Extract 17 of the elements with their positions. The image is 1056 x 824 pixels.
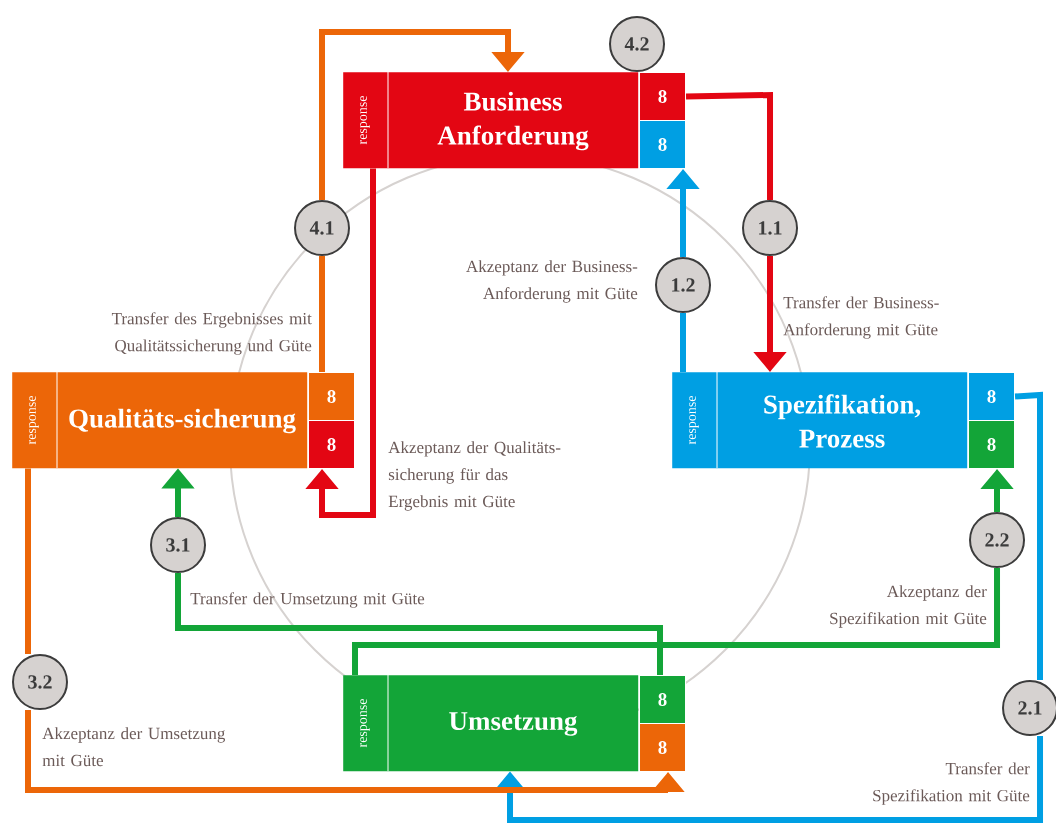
score-square: 8	[968, 372, 1015, 421]
score-square: 8	[308, 372, 355, 421]
description-text: Akzeptanz der Spezifikation mit Güte	[830, 585, 987, 628]
description-text: Transfer der Spezifikation mit Güte	[873, 762, 1030, 805]
description-text: Transfer der Business-Anforderung mit Güte	[783, 296, 939, 339]
score-square: 8	[639, 72, 686, 121]
score-square: 8	[639, 723, 686, 772]
description-text: Akzeptanz der Qualitäts-sicherung für das Ergebnis mit Güte	[388, 441, 561, 511]
description-text: Akzeptanz der Umsetzung mit Güte	[42, 727, 226, 767]
description-text: Akzeptanz der Business-Anforderung mit Güte	[466, 260, 638, 303]
score-square: 8	[968, 420, 1015, 469]
description-text: Transfer der Umsetzung mit Güte	[190, 592, 425, 608]
arrow	[305, 168, 376, 518]
score-square: 8	[639, 120, 686, 169]
description-text: Transfer des Ergebnisses mit Qualitätssicherung und Güte	[111, 312, 312, 355]
arrow	[319, 29, 525, 200]
score-square: 8	[639, 675, 686, 724]
